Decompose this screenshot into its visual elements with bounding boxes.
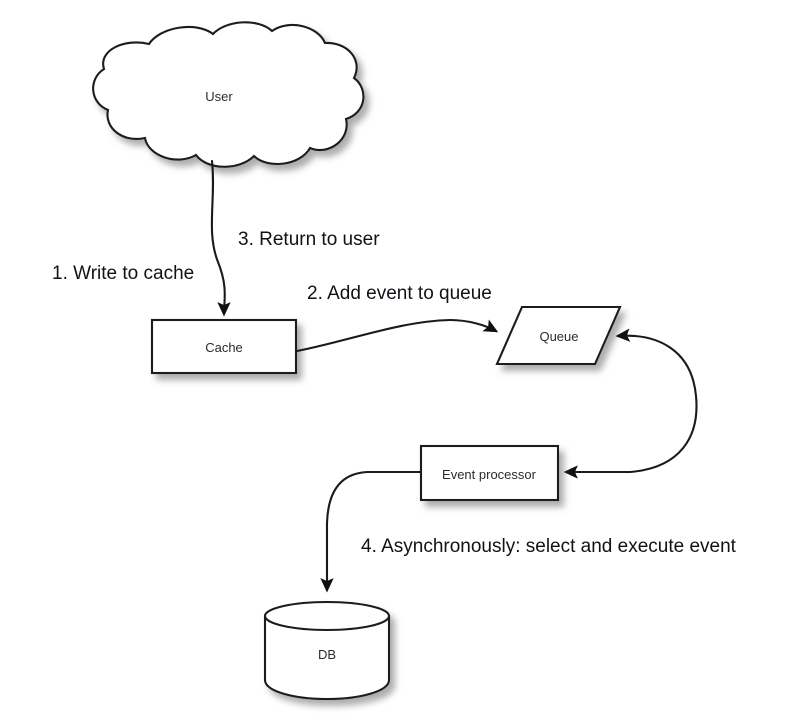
node-event-processor[interactable]: Event processor [419, 444, 560, 502]
edge-event-processor-to-db [320, 470, 422, 593]
edge-user-to-cache [210, 159, 231, 317]
node-db[interactable] [263, 600, 391, 701]
node-db-label: DB [318, 647, 336, 662]
node-cache[interactable]: Cache [150, 318, 298, 375]
edge-queue-event-processor [563, 328, 698, 479]
node-cache-label: Cache [205, 340, 243, 355]
node-queue-label: Queue [539, 329, 578, 344]
node-event-processor-label: Event processor [442, 467, 537, 482]
node-queue[interactable]: Queue [495, 305, 622, 366]
step-label-4: 4. Asynchronously: select and execute ev… [361, 536, 737, 557]
step-label-3: 3. Return to user [238, 229, 380, 250]
step-label-2: 2. Add event to queue [307, 283, 492, 304]
node-user[interactable]: User [92, 21, 365, 168]
edge-cache-to-queue [295, 318, 499, 353]
step-label-1: 1. Write to cache [52, 263, 194, 284]
node-user-label: User [205, 89, 233, 104]
